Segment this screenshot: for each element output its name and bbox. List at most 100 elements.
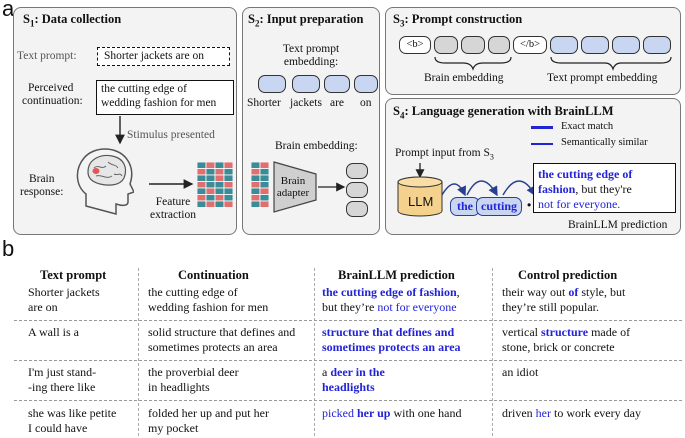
brainllm-prediction-cell: sometimes protects an area [322,340,461,355]
cell-segment: driven [502,406,536,420]
word-label: are [330,97,345,109]
grid-cell [223,168,233,176]
col-divider [314,268,315,436]
grid-cell [251,187,261,195]
text-prompt-cell: I could have [28,421,88,435]
brain-embedding-pill [488,36,510,54]
text-prompt-cell: are on [28,300,58,314]
brain-embedding-pill [346,182,368,198]
grid-cell [214,194,225,202]
panel-letter-b: b [2,236,15,261]
cell-segment: vertical [502,325,541,339]
brainllm-prediction-cell: but they’re not for everyone [322,300,457,315]
continuation-cell: the proverbial deer [148,365,239,379]
cell-segment: picked [322,406,354,420]
grid-cell [223,187,233,195]
col-header-brainllm-prediction: BrainLLM prediction [338,268,455,282]
cell-segment: their way out [502,285,569,299]
brain-adapter-shape [273,161,346,213]
brain-embedding-label: Brain embedding: [275,140,358,152]
grid-cell [197,181,207,189]
word-label: Shorter [247,97,281,109]
continuation-cell: folded her up and put her [148,406,269,420]
legend-similar-label: Semantically similar [561,137,648,148]
continuation-cell: wedding fashion for men [148,300,269,314]
s3-text-embedding-label: Text prompt embedding [547,72,658,84]
cell-segment: with one hand [390,406,462,420]
grid-cell [214,187,225,195]
word-embedding-pill [292,75,320,93]
tag-open-pill: <b> [399,36,431,54]
s1-title: S1: Data collection [23,12,122,29]
stimulus-label: Stimulus presented [127,129,215,141]
word-label: jackets [290,97,322,109]
continuation-cell: my pocket [148,421,199,435]
text-embedding-pill [643,36,671,54]
col-divider [138,268,139,436]
grid-cell [197,200,207,208]
continuation-cell: in headlights [148,380,210,394]
tag-close-pill: </b> [513,36,547,54]
grid-cell [197,174,207,182]
text-prompt-cell: -ing there like [28,380,96,394]
brainllm-prediction-label: BrainLLM prediction [568,219,668,231]
cell-segment: sometimes protects an area [322,340,461,354]
brainllm-prediction-cell: headlights [322,380,375,395]
cell-segment: the cutting edge of fashion [322,285,457,299]
col-header-continuation: Continuation [178,268,249,282]
text-prompt-label: Text prompt: [17,50,77,62]
prompt-input-label: Prompt input from S3 [395,147,494,162]
legend-exact-label: Exact match [561,121,614,132]
s3-braces [434,56,672,71]
grid-cell [223,174,233,182]
word-embedding-pill [258,75,286,93]
cell-segment: not for everyone [377,300,457,314]
s3-title: S3: Prompt construction [393,12,523,29]
grid-cell [251,194,261,202]
cell-segment: a [322,365,331,379]
cell-segment: of [568,285,579,299]
word-label: on [360,97,372,109]
token-pill-cutting: cutting [476,197,522,216]
brain-embedding-pill [434,36,458,54]
s2-title: S2: Input preparation [248,12,364,29]
brainllm-prediction-cell: the cutting edge of fashion, [322,285,460,300]
continuation-cell: the cutting edge of [148,285,238,299]
brain-embedding-pill [461,36,485,54]
head-brain-icon [76,148,134,215]
cell-segment: deer in the [330,365,385,379]
text-embedding-pill [612,36,640,54]
control-prediction-cell: their way out of style, but [502,285,625,300]
cell-segment: stone, brick or concrete [502,340,615,354]
grid-cell [205,194,216,202]
brain-embedding-grid [251,162,269,208]
grid-cell [205,168,216,176]
grid-cell [205,174,216,182]
row-divider [14,360,682,361]
grid-cell [259,200,269,208]
grid-cell [205,200,216,208]
brainllm-prediction-cell: picked her up with one hand [322,406,461,421]
cell-segment: structure that defines and [322,325,455,339]
col-header-text-prompt: Text prompt [40,268,107,282]
text-embedding-pill [581,36,609,54]
cell-segment: her [535,406,551,420]
word-embedding-pill [354,75,378,93]
word-embedding-pill [324,75,350,93]
col-header-control-prediction: Control prediction [518,268,618,282]
token-pill-the: the [450,197,480,216]
grid-cell [197,162,207,169]
cell-segment: made of [588,325,631,339]
cell-segment: structure [540,325,589,339]
grid-cell [205,162,216,169]
llm-label: LLM [408,194,434,209]
grid-cell [223,200,233,208]
grid-cell [214,200,225,208]
cell-segment: her up [354,406,391,420]
grid-cell [214,181,225,189]
